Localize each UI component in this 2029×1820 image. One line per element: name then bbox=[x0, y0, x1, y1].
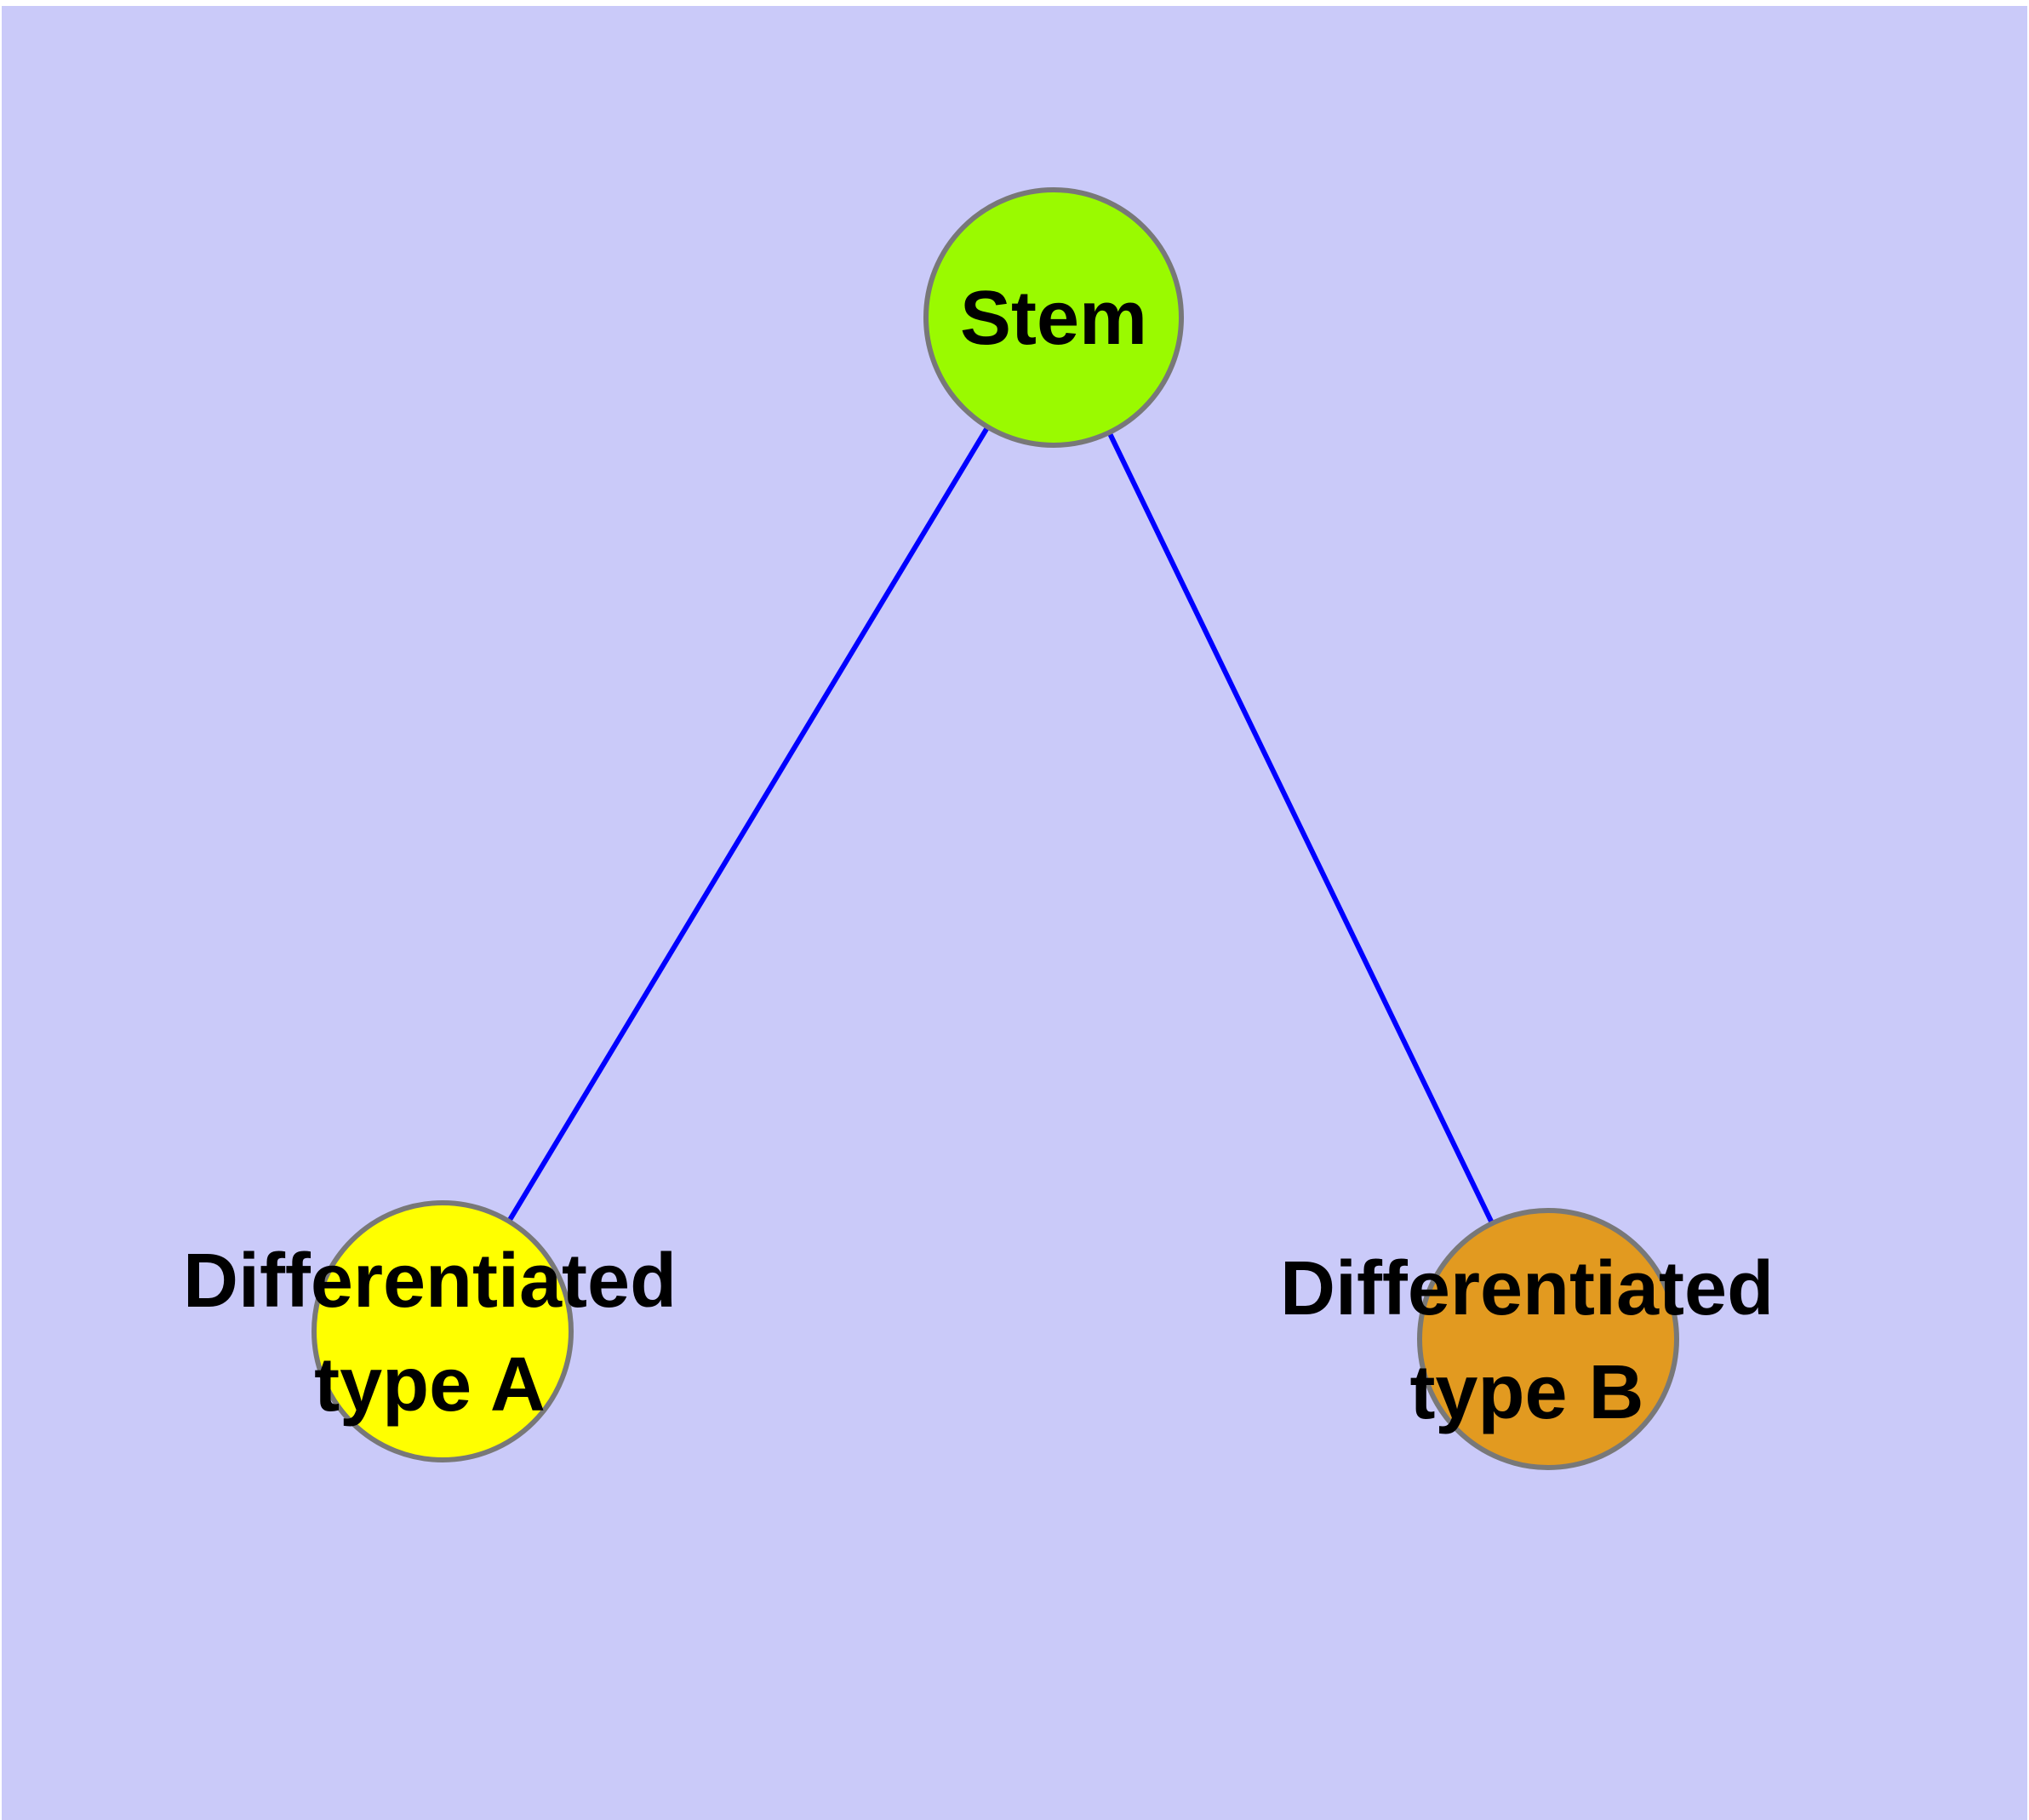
stem-label-text: Stem bbox=[959, 276, 1148, 361]
stem-node-label[interactable]: Stem bbox=[960, 266, 1147, 370]
edge-stem-to-type-a bbox=[440, 316, 1056, 1333]
differentiated-type-a-label[interactable]: Differentiated type A bbox=[183, 1229, 677, 1437]
edge-stem-to-type-b bbox=[1051, 316, 1551, 1341]
type-a-label-line1: Differentiated bbox=[182, 1239, 677, 1324]
differentiated-type-a-node[interactable] bbox=[311, 1200, 574, 1462]
type-b-label-line1: Differentiated bbox=[1279, 1246, 1775, 1331]
differentiated-type-b-label[interactable]: Differentiated type B bbox=[1280, 1237, 1774, 1445]
type-a-label-line2: type A bbox=[314, 1342, 546, 1428]
type-b-label-line2: type B bbox=[1409, 1350, 1644, 1435]
differentiated-type-b-node[interactable] bbox=[1417, 1208, 1679, 1470]
stem-node[interactable] bbox=[923, 187, 1184, 448]
